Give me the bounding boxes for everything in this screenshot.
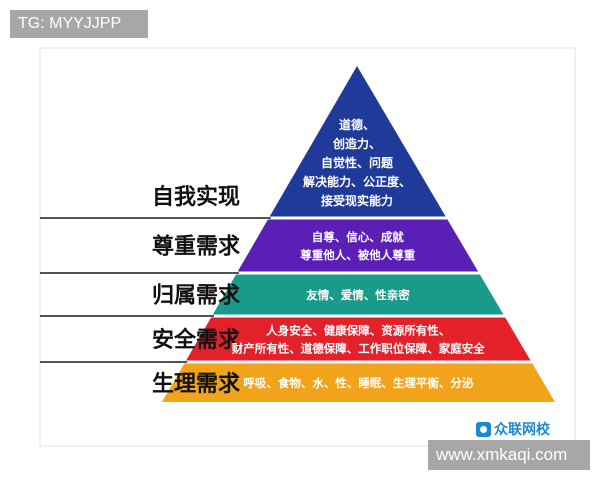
pyramid-tier-2 — [237, 219, 479, 272]
tier-2-text-line: 自尊、信心、成就 — [312, 230, 404, 244]
brand-logo-text: 众联网校 — [494, 422, 550, 438]
tier-5-text-line: 呼吸、食物、水、性、睡眠、生理平衡、分泌 — [243, 376, 473, 390]
pyramid-tier-5 — [162, 363, 555, 402]
pyramid-tier-1 — [269, 66, 446, 217]
tier-1-text-line: 自觉性、问题 — [321, 155, 394, 170]
pyramid-tier-3 — [212, 274, 504, 315]
tier-1-text-line: 解决能力、公正度、 — [303, 174, 411, 189]
pyramid-tier-4 — [186, 317, 531, 361]
tier-1-text-line: 创造力、 — [332, 136, 381, 151]
tier-label-2: 尊重需求 — [152, 234, 240, 260]
tier-2-text-line: 尊重他人、被他人尊重 — [300, 248, 415, 262]
tg-watermark: TG: MYYJJPP — [10, 10, 148, 38]
tier-3-text-line: 友情、爱情、性亲密 — [306, 288, 410, 302]
brand-logo: 众联网校 — [476, 419, 550, 439]
tier-1-text-line: 接受现实能力 — [321, 193, 393, 208]
tier-label-4: 安全需求 — [152, 327, 240, 353]
tier-1-text-line: 道德、 — [339, 117, 375, 132]
tier-4-text-line: 财产所有性、道德保障、工作职位保障、家庭安全 — [231, 341, 485, 355]
brand-logo-icon — [476, 421, 491, 437]
tier-label-5: 生理需求 — [152, 372, 240, 397]
tier-4-text-line: 人身安全、健康保障、资源所有性、 — [266, 323, 450, 337]
tier-label-3: 归属需求 — [152, 284, 240, 309]
url-watermark: www.xmkaqi.com — [428, 440, 590, 470]
tier-label-1: 自我实现 — [152, 184, 240, 210]
